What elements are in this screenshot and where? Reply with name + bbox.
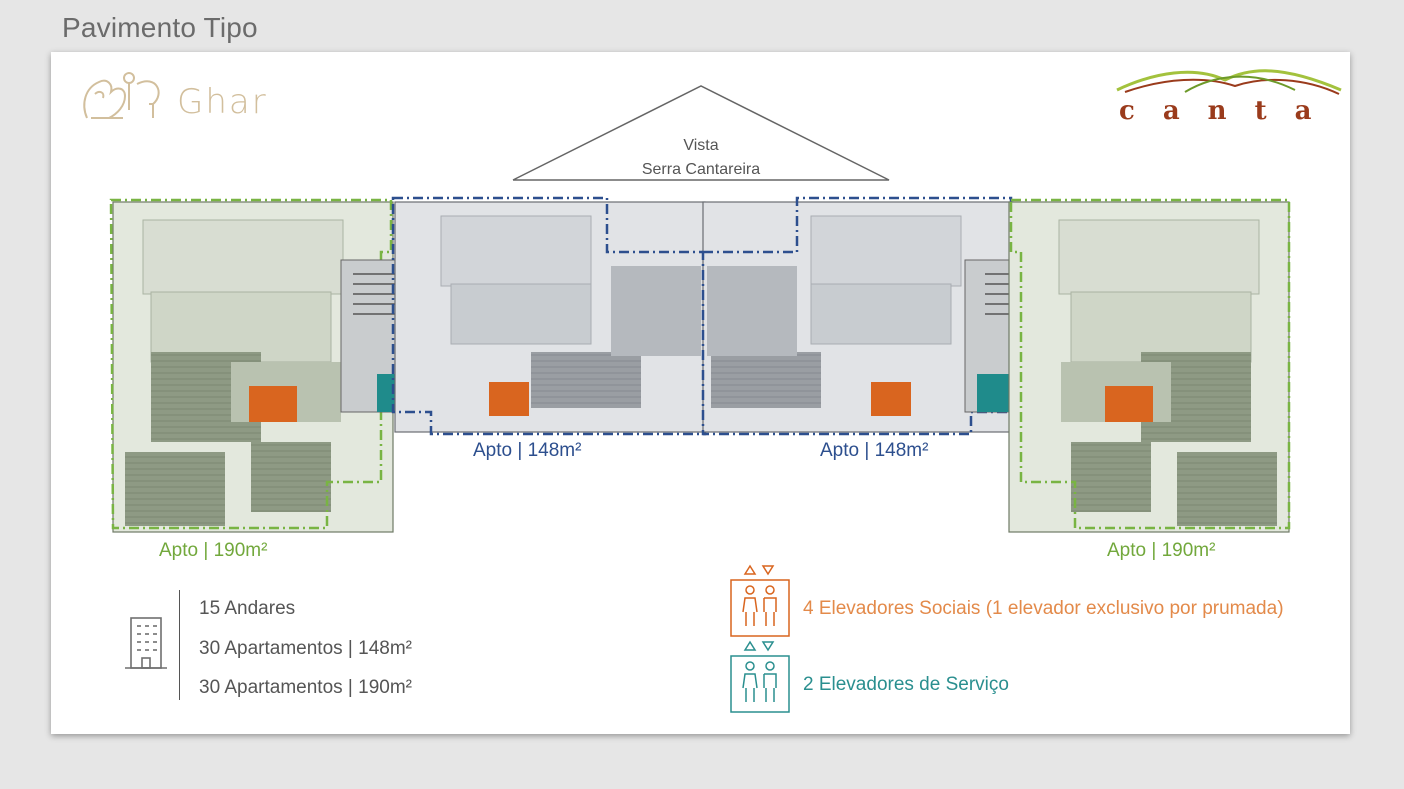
floor-plan-drawing bbox=[109, 196, 1291, 533]
label-apto-148-right: Apto | 148m² bbox=[820, 440, 929, 461]
label-apto-148-left: Apto | 148m² bbox=[473, 440, 582, 461]
social-elevator-shaft bbox=[489, 382, 529, 416]
social-elevator-shaft bbox=[249, 386, 297, 422]
unit-148-left bbox=[391, 196, 707, 436]
legend-service-elevators: 2 Elevadores de Serviço bbox=[803, 674, 1009, 695]
floor-plan-slide: Ghar canta Vista Serra Cantareira bbox=[51, 52, 1350, 734]
view-label: Vista Serra Cantareira bbox=[611, 134, 791, 182]
unit-190-right bbox=[1008, 198, 1291, 533]
mountain-icon bbox=[1116, 69, 1342, 95]
legend-social-elevators: 4 Elevadores Sociais (1 elevador exclusi… bbox=[803, 598, 1284, 619]
view-direction-triangle bbox=[512, 85, 890, 181]
elevator-people-icon bbox=[730, 640, 790, 713]
unit-148-right bbox=[701, 196, 1014, 436]
canta-wordmark: canta bbox=[1119, 96, 1340, 126]
ghar-logo: Ghar bbox=[73, 64, 273, 128]
view-label-line2: Serra Cantareira bbox=[641, 161, 761, 178]
elevator-people-icon bbox=[730, 564, 790, 637]
page-title: Pavimento Tipo bbox=[62, 12, 258, 43]
stats-divider bbox=[179, 590, 180, 700]
ghar-wordmark: Ghar bbox=[177, 82, 268, 122]
stat-apartamentos-190: 30 Apartamentos | 190m² bbox=[199, 677, 412, 698]
stat-apartamentos-148: 30 Apartamentos | 148m² bbox=[199, 638, 412, 659]
social-elevator-shaft bbox=[1105, 386, 1153, 422]
canta-logo: canta bbox=[1115, 64, 1345, 128]
view-label-line1: Vista bbox=[683, 137, 719, 154]
social-elevator-shaft bbox=[871, 382, 911, 416]
lion-crest-icon bbox=[83, 72, 160, 119]
label-apto-190-right: Apto | 190m² bbox=[1107, 540, 1216, 561]
building-icon bbox=[125, 617, 167, 669]
label-apto-190-left: Apto | 190m² bbox=[159, 540, 268, 561]
stat-andares: 15 Andares bbox=[199, 598, 296, 619]
